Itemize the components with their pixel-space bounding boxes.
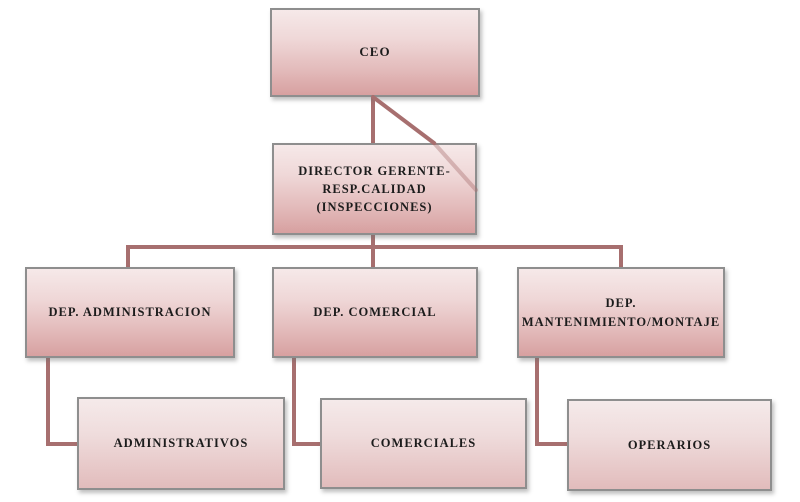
node-comerciales-label: COMERCIALES bbox=[370, 436, 477, 451]
node-administrativos: ADMINISTRATIVOS bbox=[77, 397, 285, 490]
node-director-label: DIRECTOR GERENTE- RESP.CALIDAD (INSPECCI… bbox=[298, 163, 451, 215]
node-director: DIRECTOR GERENTE- RESP.CALIDAD (INSPECCI… bbox=[272, 143, 477, 235]
connector-mantenimiento-elbow-h bbox=[535, 442, 569, 446]
node-dep-administracion-label: DEP. ADMINISTRACION bbox=[48, 305, 212, 320]
node-dep-administracion: DEP. ADMINISTRACION bbox=[25, 267, 235, 358]
connector-drop-administracion bbox=[126, 245, 130, 267]
connector-comercial-elbow-v bbox=[292, 357, 296, 446]
connector-director-down bbox=[371, 234, 375, 267]
connector-drop-mantenimiento bbox=[619, 245, 623, 267]
node-administrativos-label: ADMINISTRATIVOS bbox=[113, 436, 249, 451]
node-ceo: CEO bbox=[270, 8, 480, 97]
node-dep-comercial: DEP. COMERCIAL bbox=[272, 267, 478, 358]
node-ceo-label: CEO bbox=[359, 44, 391, 60]
connector-ceo-director bbox=[371, 96, 375, 144]
node-dep-mantenimiento-label: DEP. MANTENIMIENTO/MONTAJE bbox=[521, 296, 721, 329]
connector-horizontal-bus bbox=[126, 245, 623, 249]
node-dep-comercial-label: DEP. COMERCIAL bbox=[313, 305, 437, 320]
connector-comercial-elbow-h bbox=[292, 442, 322, 446]
connector-admin-elbow-v bbox=[46, 357, 50, 446]
node-operarios: OPERARIOS bbox=[567, 399, 772, 491]
connector-mantenimiento-elbow-v bbox=[535, 357, 539, 446]
node-dep-mantenimiento: DEP. MANTENIMIENTO/MONTAJE bbox=[517, 267, 725, 358]
node-operarios-label: OPERARIOS bbox=[627, 437, 712, 452]
node-comerciales: COMERCIALES bbox=[320, 398, 527, 489]
connector-admin-elbow-h bbox=[46, 442, 79, 446]
